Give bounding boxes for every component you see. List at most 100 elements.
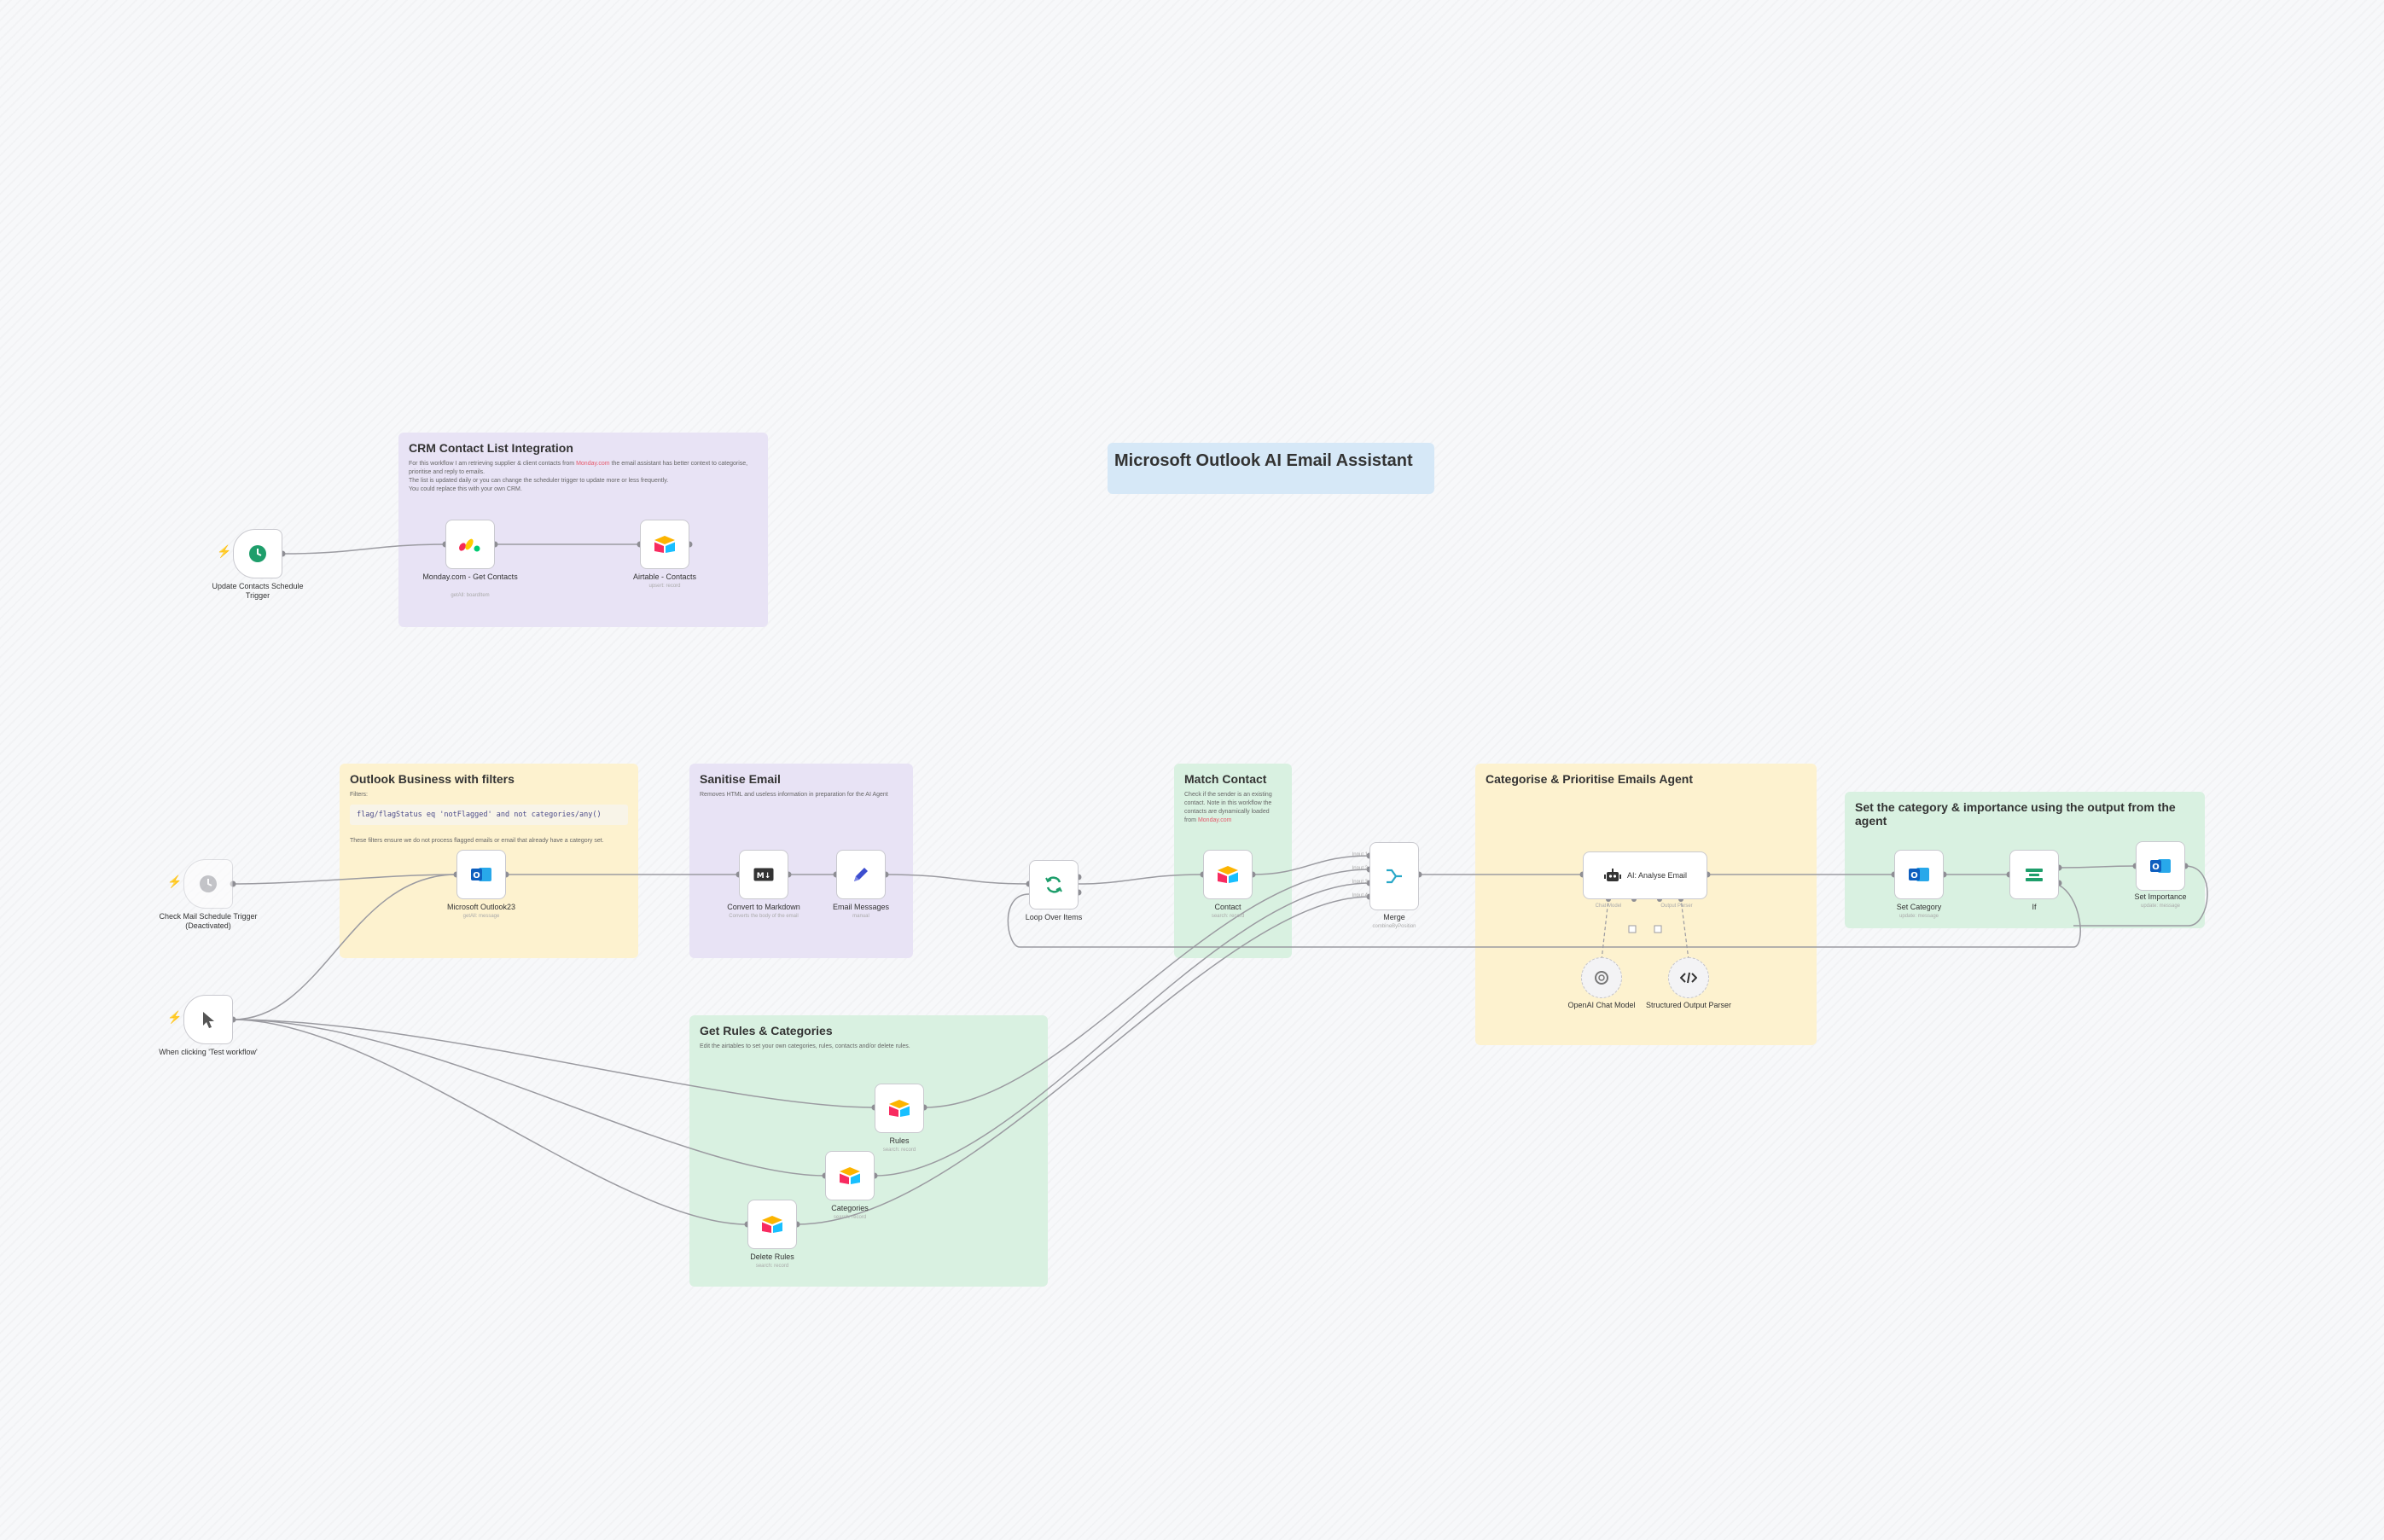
- convert-to-markdown-sublabel: Converts the body of the email: [729, 914, 799, 919]
- merge-input-1-label: Input 1: [1352, 852, 1368, 857]
- set-category-sublabel: update: message: [1898, 914, 1939, 919]
- page-title: Microsoft Outlook AI Email Assistant: [1114, 451, 1413, 470]
- outlook-filter-code: flag/flagStatus eq 'notFlagged' and not …: [350, 805, 628, 825]
- set-importance-node[interactable]: O: [2136, 841, 2185, 891]
- convert-to-markdown-label: Convert to Markdown: [727, 903, 800, 911]
- outlook-icon: O: [2149, 854, 2172, 878]
- monday-icon: [458, 532, 482, 556]
- airtable-icon: [1216, 863, 1240, 886]
- sanitise-sticky-title: Sanitise Email: [700, 772, 781, 786]
- rules-label: Rules: [889, 1136, 910, 1145]
- set-importance-sublabel: update: message: [2140, 904, 2181, 909]
- outlook23-sublabel: getAll: message: [462, 914, 500, 919]
- manual-trigger-label: When clicking 'Test workflow': [159, 1048, 258, 1056]
- crm-body-3: The list is updated daily or you can cha…: [409, 478, 669, 484]
- chat-model-port-label: Chat Model: [1595, 904, 1622, 909]
- structured-output-parser-node[interactable]: [1668, 957, 1709, 998]
- svg-text:O: O: [1910, 871, 1918, 880]
- outlook-icon: O: [469, 863, 493, 886]
- match-sticky-title: Match Contact: [1184, 772, 1267, 786]
- email-messages-label: Email Messages: [832, 903, 890, 911]
- crm-monday-link[interactable]: Monday.com: [576, 461, 610, 467]
- cursor-icon: [196, 1008, 220, 1032]
- trigger-bolt-icon: ⚡: [167, 875, 183, 888]
- if-node[interactable]: [2009, 850, 2059, 899]
- check-mail-trigger-label: Check Mail Schedule Trigger (Deactivated…: [159, 912, 258, 930]
- contact-node[interactable]: [1203, 850, 1253, 899]
- title-sticky[interactable]: Microsoft Outlook AI Email Assistant: [1108, 443, 1434, 494]
- edge-manual-to-delete: [232, 1019, 748, 1225]
- clock-icon: [246, 542, 270, 566]
- ai-analyse-email-node[interactable]: AI: Analyse Email: [1583, 851, 1707, 899]
- categories-node[interactable]: [825, 1151, 875, 1200]
- categories-label: Categories: [831, 1204, 869, 1212]
- crm-sticky-body: For this workflow I am retrieving suppli…: [409, 460, 750, 494]
- outlook-filters-label: Filters:: [350, 792, 368, 798]
- airtable-icon: [760, 1212, 784, 1236]
- match-sticky-body: Check if the sender is an existing conta…: [1184, 791, 1278, 825]
- manual-trigger-node[interactable]: [183, 995, 233, 1044]
- trigger-bolt-icon: ⚡: [167, 1010, 183, 1024]
- output-parser-port-label: Output Parser: [1660, 904, 1693, 909]
- markdown-icon: M↓: [752, 863, 776, 886]
- crm-sticky-title: CRM Contact List Integration: [409, 441, 573, 455]
- set-sticky-title: Set the category & importance using the …: [1855, 800, 2176, 828]
- merge-input-3-label: Input 3: [1352, 880, 1368, 885]
- update-contacts-trigger-label: Update Contacts Schedule Trigger: [212, 582, 304, 600]
- merge-input-4-label: Input 4: [1352, 893, 1368, 898]
- set-category-node[interactable]: O: [1894, 850, 1944, 899]
- match-body-text: Check if the sender is an existing conta…: [1184, 792, 1272, 823]
- crm-body-1: For this workflow I am retrieving suppli…: [409, 461, 577, 467]
- contact-label: Contact: [1214, 903, 1241, 911]
- rules-node[interactable]: [875, 1084, 924, 1133]
- convert-to-markdown-node[interactable]: M↓: [739, 850, 788, 899]
- monday-get-contacts-sublabel: getAll: boardItem: [451, 593, 490, 598]
- check-mail-trigger-node[interactable]: [183, 859, 233, 909]
- crm-body-4: You could replace this with your own CRM…: [409, 486, 522, 492]
- merge-label: Merge: [1383, 913, 1405, 921]
- ai-analyse-email-label: AI: Analyse Email: [1626, 871, 1688, 880]
- merge-sublabel: combineByPosition: [1372, 924, 1416, 929]
- loop-over-items-node[interactable]: [1029, 860, 1079, 909]
- svg-text:O: O: [473, 871, 480, 880]
- airtable-contacts-sublabel: upsert: record: [648, 584, 681, 589]
- outlook23-node[interactable]: O: [456, 850, 506, 899]
- if-label: If: [2032, 903, 2037, 911]
- loop-icon: [1042, 873, 1066, 897]
- contact-sublabel: search: record: [1211, 914, 1245, 919]
- delete-rules-label: Delete Rules: [750, 1252, 794, 1261]
- rules-sticky-title: Get Rules & Categories: [700, 1024, 833, 1037]
- merge-input-2-label: Input 2: [1352, 866, 1368, 871]
- outlook-sticky-body: These filters ensure we do not process f…: [350, 838, 604, 844]
- outlook-sticky[interactable]: Outlook Business with filters Filters: f…: [340, 764, 638, 958]
- airtable-icon: [653, 532, 677, 556]
- rules-sticky-body: Edit the airtables to set your own categ…: [700, 1043, 910, 1049]
- loop-over-items-label: Loop Over Items: [1025, 913, 1083, 921]
- airtable-icon: [887, 1096, 911, 1120]
- delete-rules-node[interactable]: [747, 1200, 797, 1249]
- merge-icon: [1382, 864, 1406, 888]
- code-icon: [1677, 966, 1701, 990]
- pencil-icon: [849, 863, 873, 886]
- update-contacts-trigger-node[interactable]: [233, 529, 282, 578]
- openai-icon: [1590, 966, 1614, 990]
- merge-node[interactable]: [1369, 842, 1419, 910]
- airtable-contacts-label: Airtable - Contacts: [632, 572, 697, 581]
- outlook-sticky-title: Outlook Business with filters: [350, 772, 515, 786]
- match-monday-link[interactable]: Monday.com: [1197, 817, 1232, 823]
- email-messages-node[interactable]: [836, 850, 886, 899]
- structured-output-parser-label: Structured Output Parser: [1645, 1001, 1732, 1009]
- sanitise-sticky-body: Removes HTML and useless information in …: [700, 792, 888, 798]
- trigger-bolt-icon: ⚡: [217, 544, 232, 558]
- if-icon: [2022, 863, 2046, 886]
- outlook-icon: O: [1907, 863, 1931, 886]
- categorise-sticky-title: Categorise & Prioritise Emails Agent: [1486, 772, 1693, 786]
- openai-chat-model-node[interactable]: [1581, 957, 1622, 998]
- robot-icon: [1603, 863, 1622, 887]
- set-category-label: Set Category: [1896, 903, 1942, 911]
- airtable-contacts-node[interactable]: [640, 520, 689, 569]
- monday-get-contacts-node[interactable]: [445, 520, 495, 569]
- delete-rules-sublabel: search: record: [755, 1264, 789, 1269]
- openai-chat-model-label: OpenAI Chat Model: [1567, 1001, 1636, 1009]
